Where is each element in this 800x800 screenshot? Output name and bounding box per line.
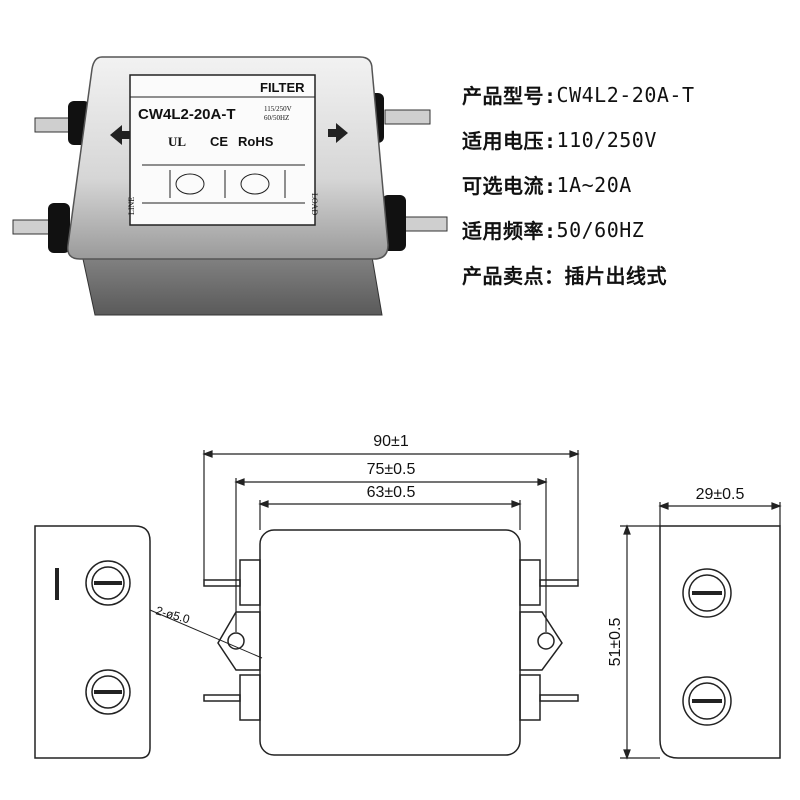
spec-value: 插片出线式 — [564, 264, 667, 288]
product-photo: FILTER CW4L2-20A-T 115/250V 60/50HZ UL C… — [12, 56, 448, 316]
terminal-right-bottom — [382, 195, 448, 251]
dim-depth-line — [658, 502, 782, 526]
hole-note-text: 2-ø5.0 — [154, 603, 192, 626]
dimension-drawing: 90±1 75±0.5 63±0.5 2-ø5.0 29±0.5 — [34, 433, 782, 760]
filter-body — [259, 529, 521, 756]
spec-row-frequency: 适用频率:50/60HZ — [462, 207, 792, 252]
dim-height-text: 51±0.5 — [607, 617, 624, 666]
spec-value: 1A~20A — [556, 172, 632, 197]
front-view — [203, 529, 579, 756]
label-filter-text: FILTER — [260, 80, 305, 95]
mount-hole-right — [537, 632, 555, 650]
mount-hole-left — [227, 632, 245, 650]
product-label — [129, 74, 316, 226]
dim-mount-text: 75±0.5 — [367, 461, 416, 478]
hole-leader-line — [149, 609, 263, 659]
side-view-right — [659, 525, 781, 759]
spec-key: 产品型号: — [462, 84, 557, 108]
arrow-left-icon — [110, 125, 130, 145]
spec-value: 110/250V — [556, 127, 657, 152]
dim-body-text: 63±0.5 — [367, 484, 416, 501]
spec-key: 适用电压: — [462, 129, 557, 153]
spec-key: 适用频率: — [462, 219, 557, 243]
end-view-left — [34, 525, 151, 759]
label-rating-freq: 60/50HZ — [264, 114, 289, 122]
spec-row-feature: 产品卖点：插片出线式 — [462, 252, 792, 297]
dim-overall-line — [202, 450, 580, 580]
spec-row-current: 可选电流:1A~20A — [462, 162, 792, 207]
spec-row-model: 产品型号:CW4L2-20A-T — [462, 72, 792, 117]
rohs-mark-icon: RoHS — [238, 134, 274, 149]
dim-depth-text: 29±0.5 — [696, 486, 745, 503]
label-model-text: CW4L2-20A-T — [138, 106, 236, 123]
arrow-right-icon — [328, 123, 348, 143]
ce-mark-icon: CE — [210, 134, 228, 149]
label-circuit-diagram — [142, 164, 305, 204]
spec-key: 产品卖点： — [462, 264, 565, 288]
terminal-left-bottom — [12, 203, 70, 253]
terminal-left-top — [34, 101, 90, 145]
spec-row-voltage: 适用电压:110/250V — [462, 117, 792, 162]
label-load-text: LOAD — [310, 193, 319, 215]
label-line-text: LINE — [127, 197, 136, 215]
dim-height-line — [620, 524, 660, 760]
ul-mark-icon: UL — [168, 134, 186, 149]
spec-list: 产品型号:CW4L2-20A-T 适用电压:110/250V 可选电流:1A~2… — [462, 72, 792, 297]
spec-value: 50/60HZ — [556, 217, 645, 242]
dim-mount-line — [234, 478, 548, 632]
dim-body-line — [258, 500, 522, 530]
spec-key: 可选电流: — [462, 174, 557, 198]
spec-value: CW4L2-20A-T — [556, 82, 695, 107]
dim-overall-text: 90±1 — [373, 433, 409, 450]
label-rating-voltage: 115/250V — [264, 105, 292, 113]
